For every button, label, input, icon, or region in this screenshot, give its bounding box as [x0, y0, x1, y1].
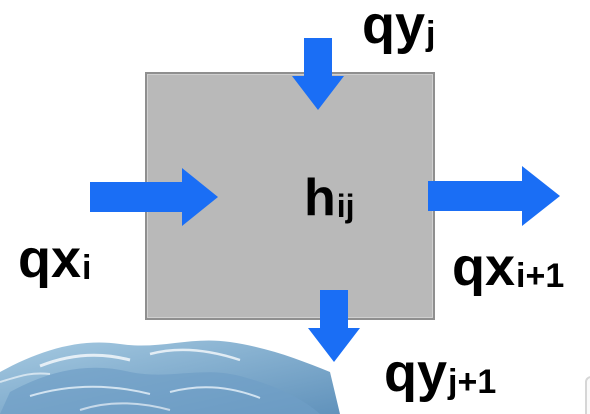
outflow-bottom-arrow-icon: [308, 290, 360, 362]
inflow-top-arrow-icon: [292, 38, 344, 110]
scrollbar-corner: [585, 376, 590, 414]
flow-label-right-sub: i+1: [516, 256, 565, 295]
cell-head-label-sub: ij: [336, 187, 355, 224]
flow-label-top-sub: j: [426, 14, 436, 53]
flow-label-left: qxi: [18, 232, 91, 286]
flow-label-top: qyj: [362, 0, 435, 52]
cell-head-label: hij: [304, 172, 355, 224]
inflow-left-arrow-icon: [90, 168, 218, 226]
flow-label-right: qxi+1: [452, 240, 564, 294]
flow-label-bottom-sub: j+1: [448, 362, 497, 401]
flow-label-right-base: qx: [452, 237, 516, 297]
flow-label-bottom: qyj+1: [384, 346, 496, 400]
flow-label-left-sub: i: [82, 248, 92, 287]
flow-label-top-base: qy: [362, 0, 426, 55]
flow-label-left-base: qx: [18, 229, 82, 289]
cell-head-label-base: h: [304, 169, 336, 227]
outflow-right-arrow-icon: [428, 166, 560, 226]
flow-label-bottom-base: qy: [384, 343, 448, 403]
